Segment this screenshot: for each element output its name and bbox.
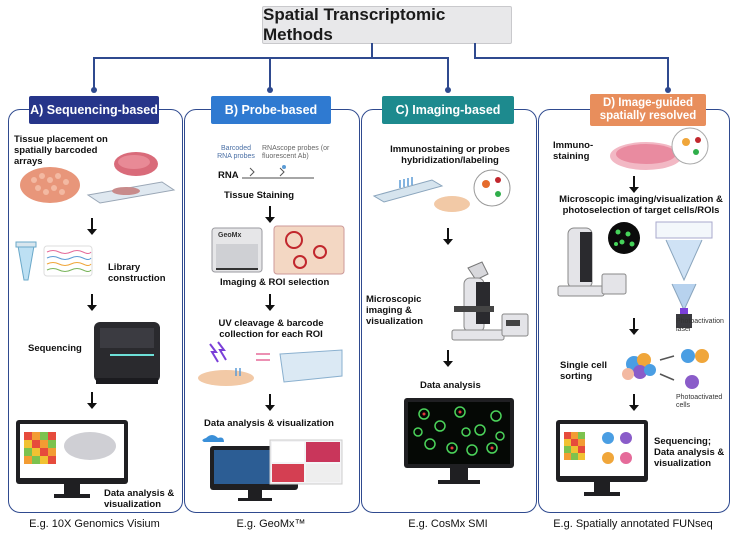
panel-c-step1-label: Immunostaining or probes hybridization/l… xyxy=(390,144,510,166)
labeled-slide-icon xyxy=(372,169,511,212)
panel-d-header: D) Image-guided spatially resolved xyxy=(590,94,706,126)
panel-b-barcoded-label: Barcoded RNA probes xyxy=(217,145,255,160)
library-tube-icon xyxy=(15,241,93,281)
panel-d-step3-label: Single cell sorting xyxy=(560,360,607,382)
panel-a-step4-label: Data analysis & visualization xyxy=(104,488,175,510)
monitor-analysis-icon xyxy=(202,435,343,501)
arrow-c2 xyxy=(443,350,453,367)
panel-a-caption: E.g. 10X Genomics Visium xyxy=(29,518,160,530)
monitor-cells-icon xyxy=(404,398,514,484)
arrow-d1 xyxy=(629,176,639,193)
arrow-a2 xyxy=(87,294,97,311)
diagram-title: Spatial Transcriptomic Methods xyxy=(262,5,512,44)
rna-probe-icon xyxy=(242,165,314,179)
panel-b-rnascope-label: RNAscope probes (or fluorescent Ab) xyxy=(262,145,330,160)
panel-a-step1-label: Tissue placement on spatially barcoded a… xyxy=(14,134,108,167)
panel-a-header: A) Sequencing-based xyxy=(29,96,159,124)
panel-b-header: B) Probe-based xyxy=(211,96,331,124)
immunostaining-tissue-icon xyxy=(610,127,709,170)
cell-sorting-icon xyxy=(622,349,709,389)
panel-b-step2-label: Imaging & ROI selection xyxy=(220,277,330,288)
arrow-b3 xyxy=(265,394,275,411)
panel-c-step2-label: Microscopic imaging & visualization xyxy=(366,294,424,327)
arrow-d2 xyxy=(629,318,639,335)
photoselection-setup-icon xyxy=(557,221,713,328)
panel-d-photoactivated-label: Photoactivated cells xyxy=(676,394,723,409)
arrow-b1 xyxy=(265,206,275,223)
panel-b-step3-label: UV cleavage & barcode collection for eac… xyxy=(218,318,324,340)
connector-lines xyxy=(91,43,671,93)
panel-c-step3-label: Data analysis xyxy=(420,380,481,391)
panel-b-step4-label: Data analysis & visualization xyxy=(204,418,334,429)
panel-c-caption: E.g. CosMx SMI xyxy=(408,518,488,530)
panel-b-rna-label: RNA xyxy=(218,170,239,181)
panel-d-caption: E.g. Spatially annotated FUNseq xyxy=(553,518,713,530)
panel-d-step2-label: Microscopic imaging/visualization & phot… xyxy=(559,194,723,216)
microscope-icon xyxy=(451,261,529,341)
uv-cleavage-icon xyxy=(198,341,343,386)
panel-b-caption: E.g. GeoMx™ xyxy=(236,518,306,530)
panel-c-header: C) Imaging-based xyxy=(382,96,514,124)
geomx-instrument-label: GeoMx xyxy=(218,232,242,239)
tissue-array-illustration xyxy=(20,152,176,204)
panel-d-step4-label: Sequencing; Data analysis & visualizatio… xyxy=(654,436,725,469)
panel-d-step1-label: Immuno-staining xyxy=(553,140,594,162)
sequencer-icon xyxy=(94,322,160,384)
arrow-b2 xyxy=(265,294,275,311)
panel-b-step1-label: Tissue Staining xyxy=(224,190,295,201)
panel-a-step3-label: Sequencing xyxy=(28,343,82,354)
monitor-heatmap-icon xyxy=(16,420,128,498)
geomx-instrument-icon xyxy=(211,225,345,275)
arrow-a1 xyxy=(87,218,97,235)
arrow-a3 xyxy=(87,392,97,409)
panel-d-laser-label: Photoactivation laser xyxy=(676,318,724,333)
arrow-c1 xyxy=(443,228,453,245)
panel-a-step2-label: Library construction xyxy=(108,262,166,284)
monitor-sequencing-icon xyxy=(556,420,648,496)
arrow-d3 xyxy=(629,394,639,411)
